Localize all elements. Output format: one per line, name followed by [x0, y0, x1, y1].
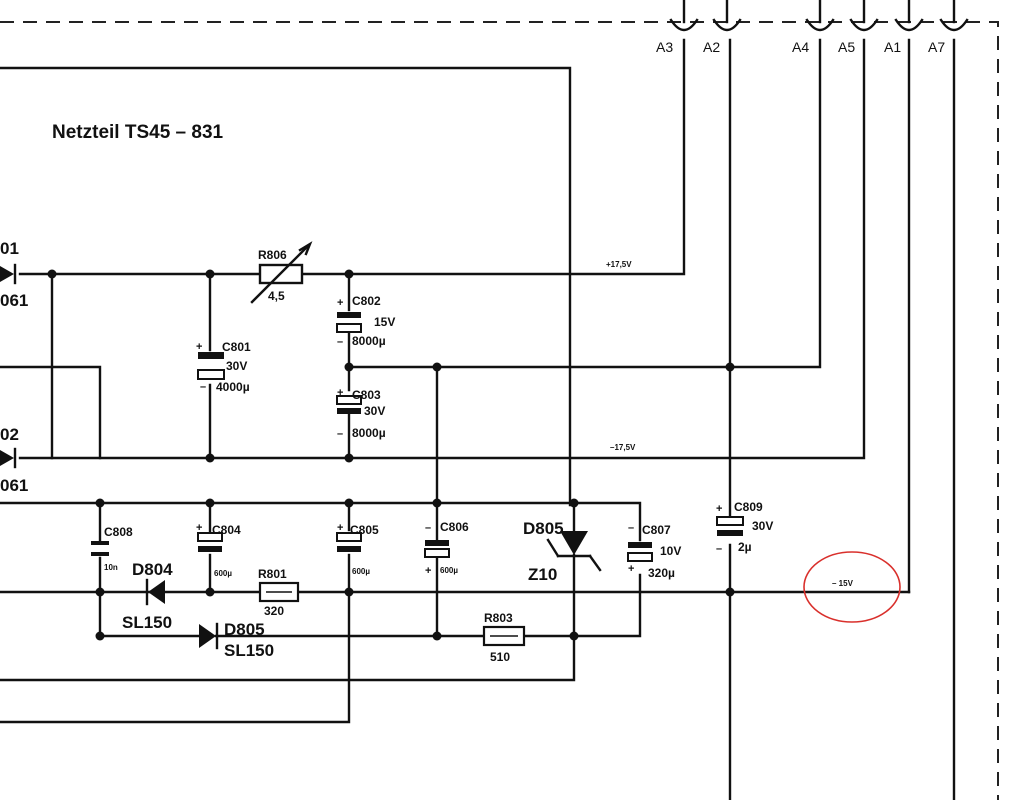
highlight-circle: [803, 551, 901, 623]
svg-text:C809: C809: [734, 500, 763, 514]
rail-label-pos: +17,5V: [606, 260, 632, 269]
svg-text:2µ: 2µ: [738, 540, 752, 554]
svg-text:+: +: [337, 522, 343, 534]
diode-d801: 01 061: [0, 239, 28, 310]
svg-text:+: +: [337, 387, 343, 399]
svg-text:C801: C801: [222, 340, 251, 354]
svg-text:10V: 10V: [660, 544, 681, 558]
resistor-r803: R803 510: [482, 611, 526, 664]
svg-text:600µ: 600µ: [440, 566, 458, 575]
svg-text:D805: D805: [523, 519, 564, 538]
svg-text:A2: A2: [703, 39, 720, 55]
svg-text:+: +: [716, 503, 722, 515]
svg-text:061: 061: [0, 476, 28, 495]
rail-label-neg15: – 15V: [832, 579, 854, 588]
svg-text:+: +: [196, 522, 202, 534]
svg-text:SL150: SL150: [224, 641, 274, 660]
svg-text:8000µ: 8000µ: [352, 426, 386, 440]
svg-text:R806: R806: [258, 248, 287, 262]
connector-a7: A7: [928, 0, 969, 55]
svg-text:A7: A7: [928, 39, 945, 55]
resistor-r801: R801 320: [258, 567, 300, 618]
svg-text:+: +: [196, 341, 202, 353]
junctions: [47, 269, 735, 641]
capacitor-c808: C808 10n: [91, 525, 133, 572]
svg-text:A1: A1: [884, 39, 901, 55]
svg-text:C808: C808: [104, 525, 133, 539]
svg-text:4000µ: 4000µ: [216, 380, 250, 394]
connector-a5: A5: [838, 0, 879, 55]
resistor-r806: R806 4,5: [250, 241, 313, 304]
svg-text:–: –: [200, 381, 206, 393]
board-outline: [0, 21, 999, 800]
diode-d804: D804 SL150: [122, 560, 173, 632]
svg-text:C804: C804: [212, 523, 241, 537]
svg-text:01: 01: [0, 239, 19, 258]
svg-text:600µ: 600µ: [214, 569, 232, 578]
capacitor-c806: – + C806 600µ: [424, 520, 469, 577]
svg-text:R803: R803: [484, 611, 513, 625]
svg-text:15V: 15V: [374, 315, 395, 329]
svg-text:30V: 30V: [226, 359, 247, 373]
svg-text:D805: D805: [224, 620, 265, 639]
svg-text:+: +: [337, 297, 343, 309]
svg-text:4,5: 4,5: [268, 289, 285, 303]
diode-d802: 02 061: [0, 425, 28, 495]
svg-text:A4: A4: [792, 39, 809, 55]
svg-text:C805: C805: [350, 523, 379, 537]
capacitor-c804: + C804 600µ: [196, 522, 241, 578]
capacitor-c802: + – C802 15V 8000µ: [336, 294, 395, 348]
svg-text:–: –: [337, 428, 343, 440]
svg-text:C803: C803: [352, 388, 381, 402]
svg-text:–: –: [337, 336, 343, 348]
svg-text:A3: A3: [656, 39, 673, 55]
svg-text:320: 320: [264, 604, 284, 618]
svg-text:R801: R801: [258, 567, 287, 581]
svg-text:–: –: [716, 543, 722, 555]
wiring: [0, 38, 956, 800]
svg-text:+: +: [425, 565, 431, 577]
svg-text:8000µ: 8000µ: [352, 334, 386, 348]
connector-a3: A3: [656, 0, 699, 55]
rail-label-neg: –17,5V: [610, 443, 636, 452]
svg-text:D804: D804: [132, 560, 173, 579]
connector-a1: A1: [884, 0, 924, 55]
svg-text:C807: C807: [642, 523, 671, 537]
svg-text:C806: C806: [440, 520, 469, 534]
svg-text:–: –: [628, 522, 634, 534]
svg-text:+: +: [628, 563, 634, 575]
capacitor-c801: + – C801 30V 4000µ: [196, 340, 251, 394]
schematic-title: Netzteil TS45 – 831: [52, 122, 224, 143]
zener-diode-d805: D805 Z10: [523, 519, 602, 584]
svg-text:Z10: Z10: [528, 565, 557, 584]
connector-a4: A4: [792, 0, 835, 55]
svg-text:061: 061: [0, 291, 28, 310]
svg-text:30V: 30V: [364, 404, 385, 418]
svg-text:–: –: [425, 522, 431, 534]
capacitor-c803: + – C803 30V 8000µ: [336, 387, 386, 440]
connector-a2: A2: [703, 0, 742, 55]
svg-text:510: 510: [490, 650, 510, 664]
capacitor-c805: + C805 600µ: [336, 522, 379, 576]
capacitor-c807: – + C807 10V 320µ: [627, 522, 681, 580]
capacitor-c809: + – C809 30V 2µ: [716, 500, 773, 555]
svg-text:10n: 10n: [104, 563, 118, 572]
svg-text:30V: 30V: [752, 519, 773, 533]
svg-text:C802: C802: [352, 294, 381, 308]
svg-text:SL150: SL150: [122, 613, 172, 632]
connector-strip: A3 A2 A4 A5 A1 A7: [656, 0, 969, 55]
diode-d805: D805 SL150: [199, 620, 274, 660]
svg-text:320µ: 320µ: [648, 566, 675, 580]
svg-text:600µ: 600µ: [352, 567, 370, 576]
svg-text:A5: A5: [838, 39, 855, 55]
svg-text:02: 02: [0, 425, 19, 444]
